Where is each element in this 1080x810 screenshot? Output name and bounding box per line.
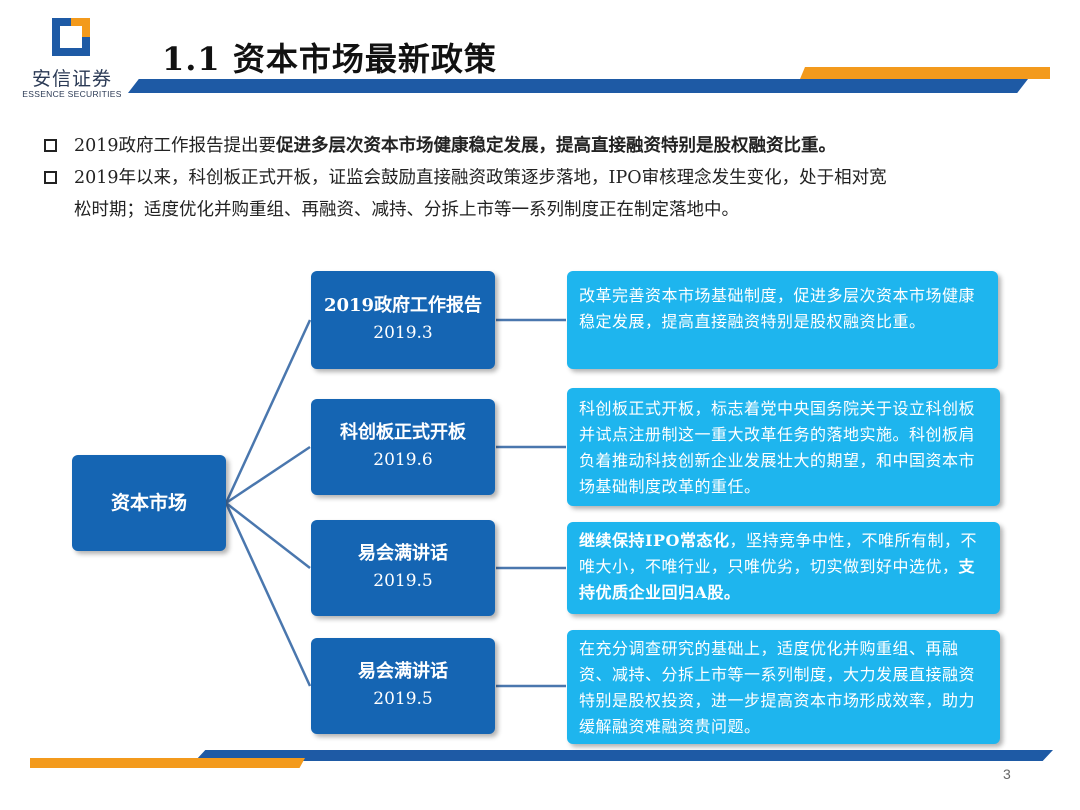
event-label: 易会满讲话 [358, 661, 448, 682]
diagram-root-node: 资本市场 [72, 455, 226, 551]
connector-root-node2 [225, 445, 311, 505]
bullet-list: 2019政府工作报告提出要促进多层次资本市场健康稳定发展，提高直接融资特别是股权… [42, 130, 1042, 226]
description-box: 科创板正式开板，标志着党中央国务院关于设立科创板并试点注册制这一重大改革任务的落… [567, 388, 1000, 506]
bullet-square-icon [44, 139, 57, 152]
description-box: 改革完善资本市场基础制度，促进多层次资本市场健康稳定发展，提高直接融资特别是股权… [567, 271, 998, 369]
event-label: 科创板正式开板 [340, 422, 466, 443]
root-label: 资本市场 [110, 492, 187, 514]
bullet-square-icon [44, 171, 57, 184]
event-date: 2019.5 [373, 571, 433, 591]
footer-stripe-orange [30, 758, 305, 768]
connector-root-node4 [224, 502, 312, 687]
bullet-2-line1: 2019年以来，科创板正式开板，证监会鼓励直接融资政策逐步落地，IPO审核理念发… [74, 168, 887, 188]
connector-root-node3 [225, 502, 311, 569]
event-date: 2019.6 [373, 450, 433, 470]
event-date: 2019.5 [373, 689, 433, 709]
description-box: 在充分调查研究的基础上，适度优化并购重组、再融资、减持、分拆上市等一系列制度，大… [567, 630, 1000, 744]
event-label: 2019政府工作报告 [323, 295, 483, 316]
logo-cn-text: 安信证券 [31, 68, 112, 90]
event-node: 易会满讲话 2019.5 [311, 520, 495, 616]
description-box: 继续保持IPO常态化，坚持竞争中性，不唯所有制，不唯大小，不唯行业，只唯优劣，切… [567, 522, 1000, 614]
description-text: 改革完善资本市场基础制度，促进多层次资本市场健康稳定发展，提高直接融资特别是股权… [579, 286, 976, 331]
header-stripe-blue [128, 79, 1028, 93]
bullet-1-bold: 促进多层次资本市场健康稳定发展，提高直接融资特别是股权融资比重。 [276, 136, 837, 156]
page-number: 3 [1003, 766, 1011, 782]
footer-stripe-blue [195, 750, 1053, 761]
description-bold-2: 支持优质企业回归A股。 [579, 557, 976, 602]
company-logo: 安信证券 ESSENCE SECURITIES [22, 14, 122, 109]
description-bold-1: 继续保持IPO常态化 [579, 531, 730, 550]
connector-root-node1 [224, 319, 312, 504]
bullet-1-plain: 2019政府工作报告提出要 [74, 136, 277, 156]
event-date: 2019.3 [373, 323, 433, 343]
bullet-2-line2: 松时期；适度优化并购重组、再融资、减持、分拆上市等一系列制度正在制定落地中。 [74, 200, 739, 220]
page-title: 1.1 资本市场最新政策 [162, 40, 497, 78]
bullet-item: 2019政府工作报告提出要促进多层次资本市场健康稳定发展，提高直接融资特别是股权… [42, 130, 1042, 162]
logo-mark-icon [52, 18, 90, 56]
event-node: 2019政府工作报告 2019.3 [311, 271, 495, 369]
header-stripe-orange [800, 67, 1050, 79]
logo-en-text: ESSENCE SECURITIES [22, 89, 122, 99]
event-node: 科创板正式开板 2019.6 [311, 399, 495, 495]
event-label: 易会满讲话 [358, 543, 448, 564]
description-text: 在充分调查研究的基础上，适度优化并购重组、再融资、减持、分拆上市等一系列制度，大… [579, 639, 976, 736]
description-text: 科创板正式开板，标志着党中央国务院关于设立科创板并试点注册制这一重大改革任务的落… [579, 399, 976, 496]
description-text: ，坚持竞争中性，不唯所有制，不唯大小，不唯行业，只唯优劣，切实做到好中选优， [579, 531, 977, 576]
bullet-item: 2019年以来，科创板正式开板，证监会鼓励直接融资政策逐步落地，IPO审核理念发… [42, 162, 1042, 226]
event-node: 易会满讲话 2019.5 [311, 638, 495, 734]
